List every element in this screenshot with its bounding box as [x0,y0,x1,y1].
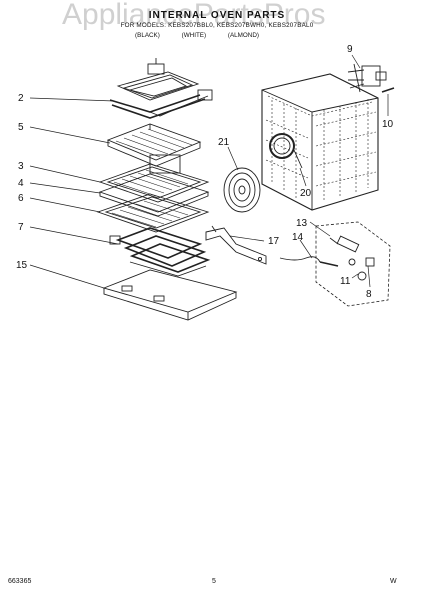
sensor-probe [279,256,339,267]
rack-frame [98,173,210,217]
callout-labels: 2 5 3 4 6 7 15 21 17 9 10 20 13 14 11 8 [16,44,394,300]
motor-screw [381,87,395,93]
callout-15: 15 [16,260,28,271]
callout-14: 14 [292,232,304,243]
callout-6: 6 [18,193,24,204]
broil-element [109,58,213,119]
footer-code-right: W [390,578,397,585]
callout-20: 20 [300,188,312,199]
callout-21: 21 [218,137,230,148]
convection-fan-cover [223,167,261,213]
callout-2: 2 [18,93,24,104]
callout-13: 13 [296,218,308,229]
oven-rack-middle [98,163,210,203]
models-line: FOR MODELS: KEBS207BBL0, KEBS207BWH0, KE… [120,22,314,29]
callout-17: 17 [268,236,280,247]
sensor-parts-group [315,221,391,307]
callout-5: 5 [18,122,24,133]
footer-page-number: 5 [212,578,216,585]
leader-lines [29,54,389,289]
footer-part-code: 663365 [8,578,32,585]
convection-fan-motor [347,63,387,93]
watermark-text: AppliancePartsPros [62,0,326,31]
broiler-pan [102,269,238,321]
diagram-title: INTERNAL OVEN PARTS [148,10,286,21]
callout-11: 11 [340,276,351,287]
callout-7: 7 [18,222,24,233]
callout-3: 3 [18,161,24,172]
color-code-black: (BLACK) [135,32,160,39]
color-codes: (BLACK) (WHITE) (ALMOND) [0,32,414,39]
oven-rack-lower [96,193,210,233]
bake-element [109,227,211,277]
callout-4: 4 [18,178,24,189]
mounting-bracket [205,225,267,265]
callout-8: 8 [366,289,372,300]
oven-cavity [261,73,379,211]
callout-9: 9 [347,44,353,55]
callout-10: 10 [382,119,394,130]
color-code-almond: (ALMOND) [227,32,259,39]
color-code-white: (WHITE) [181,32,207,39]
